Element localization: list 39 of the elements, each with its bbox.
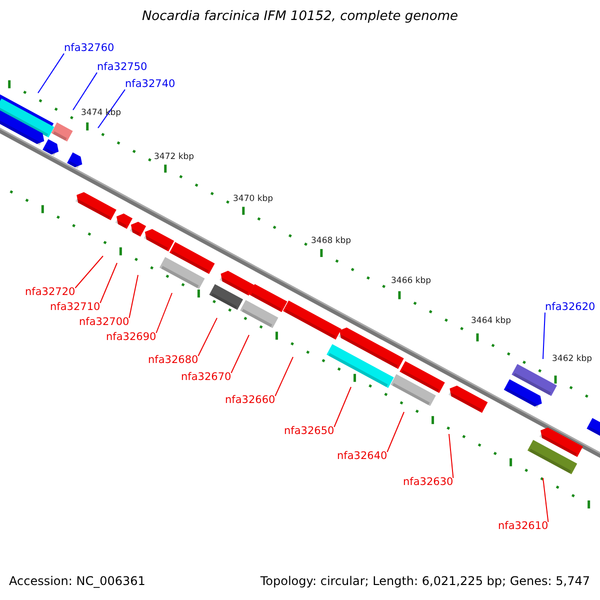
leader-line [74, 256, 104, 288]
leader-line [274, 356, 294, 396]
leader-line [542, 312, 546, 360]
gene-label: nfa32760 [64, 43, 114, 55]
leader-line [38, 53, 64, 94]
gene-label: nfa32670 [181, 372, 232, 384]
leader-line [198, 318, 218, 356]
gene-label: nfa32650 [284, 426, 334, 438]
leader-line [448, 434, 454, 478]
scale-label: 3462 kbp [552, 355, 592, 364]
accession-label: Accession: NC_006361 [9, 575, 146, 588]
leader-line [386, 412, 404, 452]
scale-label: 3468 kbp [311, 237, 352, 246]
gene-label: nfa32750 [97, 62, 148, 74]
genome-info: Topology: circular; Length: 6,021,225 bp; Genes: 5,747 [260, 575, 590, 588]
leader-line [100, 262, 118, 304]
gene-label: nfa32620 [545, 302, 596, 314]
gene-label: nfa32640 [337, 451, 388, 463]
leader-line [230, 334, 250, 374]
diagram-title: Nocardia farcinica IFM 10152, complete genome [140, 10, 460, 24]
gene-label: nfa32740 [125, 79, 176, 91]
gene-label: nfa32710 [50, 302, 100, 314]
scale-label: 3470 kbp [233, 195, 274, 204]
leader-line [542, 478, 549, 522]
gene-label: nfa32690 [106, 332, 156, 344]
gene-label: nfa32680 [148, 355, 198, 367]
scale-label: 3466 kbp [391, 277, 432, 286]
gene-label: nfa32660 [225, 395, 276, 407]
gene-label: nfa32610 [498, 521, 548, 533]
gene-label: nfa32720 [25, 287, 76, 299]
leader-line [334, 386, 352, 428]
leader-line [72, 72, 98, 110]
scale-label: 3472 kbp [154, 153, 194, 162]
gene-label: nfa32630 [403, 477, 454, 489]
leader-line [128, 274, 138, 318]
gene-label: nfa32700 [79, 317, 130, 329]
scale-label: 3464 kbp [471, 317, 512, 326]
leader-line [98, 89, 126, 128]
leader-line [156, 292, 172, 334]
